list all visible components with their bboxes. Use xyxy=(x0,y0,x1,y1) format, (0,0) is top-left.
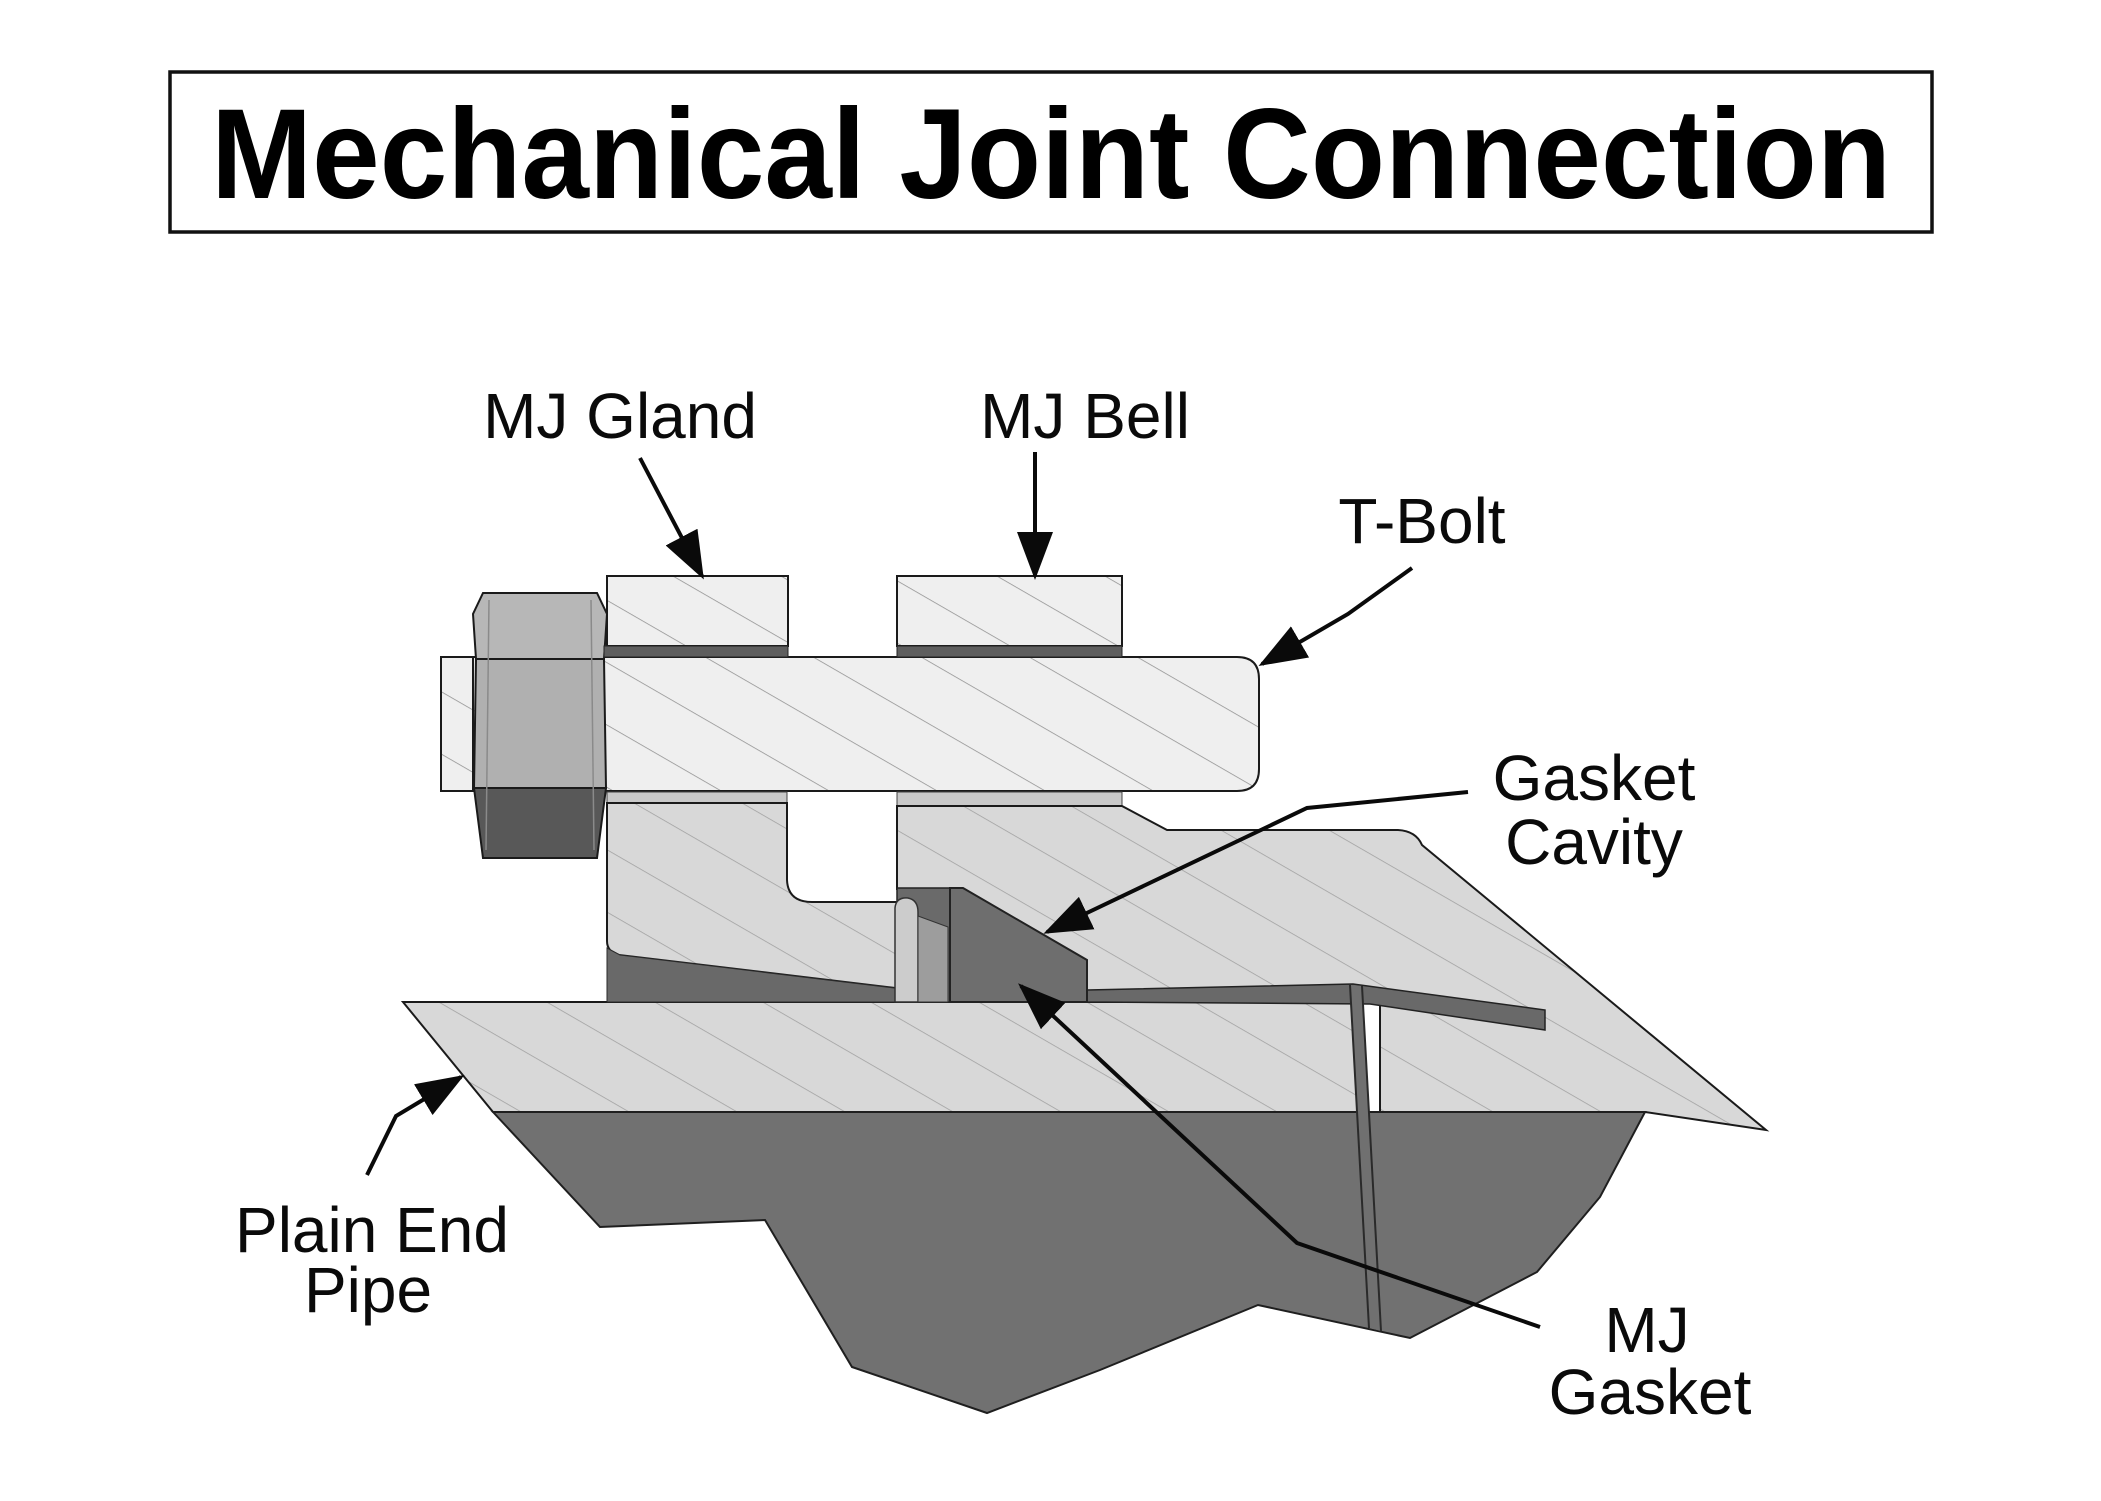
gland-washer-strip xyxy=(603,645,789,658)
label-mj-gasket-line1: MJ xyxy=(1604,1294,1689,1366)
bell-flange xyxy=(896,575,1123,647)
cavity-leader-arrow xyxy=(1043,790,1469,934)
pipe-wall xyxy=(400,1001,1364,1113)
pipe-interior xyxy=(490,1111,1647,1415)
gasket-side-face xyxy=(917,915,949,1003)
page-title: Mechanical Joint Connection xyxy=(211,83,1891,226)
nut-bottom-face xyxy=(472,787,608,859)
gland-nose-tip xyxy=(894,897,919,1003)
pipe-leader-arrow xyxy=(365,1074,465,1176)
nut-top-face xyxy=(471,592,609,660)
label-mj-gasket: MJ Gasket xyxy=(1549,1294,1752,1428)
label-mj-bell: MJ Bell xyxy=(980,380,1190,452)
gland-leader-arrow xyxy=(638,457,704,580)
bolt-threaded-stub xyxy=(440,656,476,792)
label-gasket-cavity-line1: Gasket xyxy=(1493,742,1696,814)
leader-arrows xyxy=(365,452,1541,1329)
gasket-leader-arrow xyxy=(1018,983,1541,1329)
label-plain-end-pipe-line1: Plain End xyxy=(235,1194,509,1266)
pipe-end-face xyxy=(1350,985,1381,1331)
title-box xyxy=(168,70,1934,234)
nut-facet-lines xyxy=(485,599,595,851)
bell-top-strip xyxy=(896,791,1123,807)
nut-mid-face xyxy=(472,658,608,789)
label-plain-end-pipe: Plain End Pipe xyxy=(235,1194,509,1326)
tbolt-leader-arrow xyxy=(1258,566,1414,667)
t-bolt-shape xyxy=(440,656,1260,792)
label-mj-gasket-line2: Gasket xyxy=(1549,1356,1752,1428)
label-gasket-cavity: Gasket Cavity xyxy=(1493,742,1696,878)
mj-gasket-shape xyxy=(949,887,1088,1003)
label-t-bolt: T-Bolt xyxy=(1338,485,1505,557)
bell-washer-strip xyxy=(896,645,1123,658)
nut-shape xyxy=(471,592,609,859)
title-block: Mechanical Joint Connection xyxy=(168,70,1934,234)
label-plain-end-pipe-line2: Pipe xyxy=(304,1254,432,1326)
label-mj-gland: MJ Gland xyxy=(483,380,757,452)
bolt-bar xyxy=(472,656,1260,792)
gland-flange xyxy=(606,575,789,647)
label-gasket-cavity-line2: Cavity xyxy=(1505,806,1683,878)
pipe-end-seam-lines xyxy=(1349,984,1382,1332)
